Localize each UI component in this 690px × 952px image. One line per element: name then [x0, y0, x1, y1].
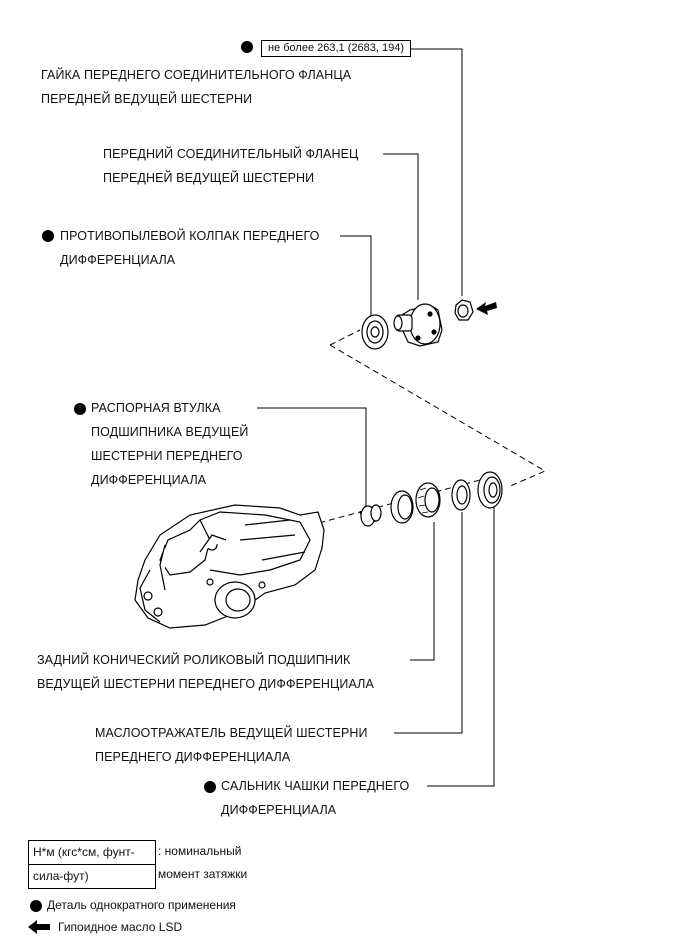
legend-hypoid-oil: Гипоидное масло LSD [58, 920, 183, 934]
label-spacer: РАСПОРНАЯ ВТУЛКА ПОДШИПНИКА ВЕДУЩЕЙ ШЕСТ… [91, 401, 249, 487]
non-reusable-dot-icon [42, 230, 54, 242]
bearing-part [390, 482, 441, 524]
flange-part [393, 303, 443, 347]
leader-flange [383, 153, 419, 300]
nut-part [454, 299, 474, 321]
label-nut: ГАЙКА ПЕРЕДНЕГО СОЕДИНИТЕЛЬНОГО ФЛАНЦА П… [41, 68, 352, 106]
spacer-part [359, 504, 382, 527]
black-arrow-icon [28, 920, 50, 934]
leader-bearing [410, 522, 435, 661]
legend-unit-box: Н*м (кгс*см, фунт- сила-фут) [28, 840, 156, 889]
leader-dust-cap [340, 235, 372, 316]
guide-dashed-line [329, 329, 361, 346]
black-dot-icon [30, 900, 42, 912]
oil-slinger-part [451, 479, 471, 511]
torque-spec-box: не более 263,1 (2683, 194) [261, 40, 411, 57]
dust-cap-part [361, 314, 389, 350]
differential-housing [134, 504, 325, 629]
non-reusable-dot-icon [241, 41, 253, 53]
label-oil-slinger: МАСЛООТРАЖАТЕЛЬ ВЕДУЩЕЙ ШЕСТЕРНИ ПЕРЕДНЕ… [95, 726, 368, 764]
label-flange: ПЕРЕДНИЙ СОЕДИНИТЕЛЬНЫЙ ФЛАНЕЦ ПЕРЕДНЕЙ … [103, 147, 359, 185]
non-reusable-dot-icon [204, 781, 216, 793]
legend-non-reusable: Деталь однократного применения [47, 898, 236, 912]
leader-oil-seal [427, 506, 495, 787]
leader-nut [410, 48, 463, 296]
label-oil-seal: САЛЬНИК ЧАШКИ ПЕРЕДНЕГО ДИФФЕРЕНЦИАЛА [221, 779, 410, 817]
leader-spacer [257, 407, 367, 508]
oil-arrow-icon [476, 302, 497, 315]
label-bearing: ЗАДНИЙ КОНИЧЕСКИЙ РОЛИКОВЫЙ ПОДШИПНИК ВЕ… [37, 653, 374, 691]
label-dust-cap: ПРОТИВОПЫЛЕВОЙ КОЛПАК ПЕРЕДНЕГО ДИФФЕРЕН… [60, 229, 320, 267]
leader-oil-slinger [394, 512, 463, 734]
non-reusable-dot-icon [74, 403, 86, 415]
legend-unit-desc: : номинальный момент затяжки [158, 844, 248, 881]
oil-seal-part [477, 471, 503, 509]
